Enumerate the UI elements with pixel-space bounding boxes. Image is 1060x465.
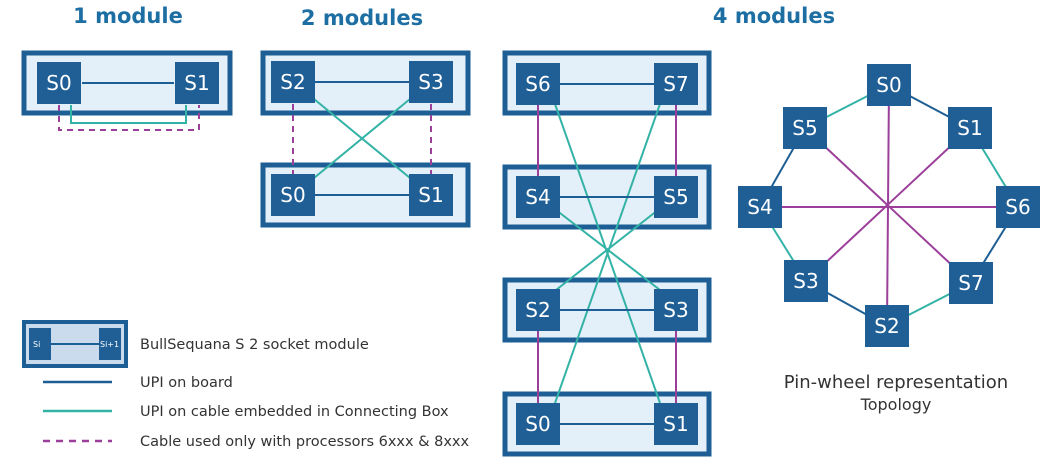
svg-text:S3: S3 (793, 269, 818, 293)
upi-cable-line (313, 98, 411, 179)
svg-text:S2: S2 (280, 70, 305, 94)
one-module-group: S0 S1 (21, 50, 233, 131)
socket-s4: S4 (738, 186, 782, 228)
four-modules-group: S6 S7 S4 S5 S2 S3 S0 S1 (502, 50, 712, 457)
socket-s2: S2 (516, 289, 560, 331)
svg-text:S5: S5 (663, 185, 688, 209)
socket-s1: S1 (409, 174, 453, 216)
pinwheel-subcaption: Topology (860, 395, 932, 414)
upi-cable-line (555, 209, 659, 291)
svg-text:S1: S1 (418, 183, 443, 207)
socket-s6: S6 (516, 63, 560, 105)
legend: Si Si+1 BullSequana S 2 socket module UP… (22, 320, 470, 450)
svg-text:S2: S2 (874, 314, 899, 338)
legend-dashed-text: Cable used only with processors 6xxx & 8… (140, 434, 470, 450)
svg-text:S3: S3 (418, 70, 443, 94)
svg-text:S3: S3 (663, 298, 688, 322)
socket-s5: S5 (654, 176, 698, 218)
two-modules-group: S2 S3 S0 S1 (260, 50, 471, 228)
socket-s0: S0 (271, 174, 315, 216)
socket-s0: S0 (867, 64, 911, 106)
svg-text:S4: S4 (747, 195, 772, 219)
socket-s1: S1 (175, 62, 219, 104)
legend-upi-board-text: UPI on board (140, 375, 233, 391)
svg-text:S0: S0 (280, 183, 305, 207)
socket-s2: S2 (271, 61, 315, 103)
svg-text:S1: S1 (957, 116, 982, 140)
upi-cable-line (70, 105, 187, 124)
socket-s5: S5 (783, 107, 827, 149)
svg-text:S7: S7 (958, 271, 983, 295)
socket-s4: S4 (516, 176, 560, 218)
socket-s7: S7 (949, 262, 993, 304)
socket-s2: S2 (865, 305, 909, 347)
svg-text:S1: S1 (184, 71, 209, 95)
legend-upi-cable-text: UPI on cable embedded in Connecting Box (140, 404, 449, 420)
socket-s1: S1 (654, 403, 698, 445)
pinwheel-group: S0 S1 S6 S7 S2 S3 S4 S5 Pin-w (738, 64, 1040, 414)
svg-text:S1: S1 (663, 412, 688, 436)
title-2-modules: 2 modules (301, 6, 423, 30)
purple-cable-line (805, 127, 971, 282)
title-1-module: 1 module (73, 4, 183, 28)
svg-text:S5: S5 (792, 116, 817, 140)
pinwheel-caption: Pin-wheel representation (784, 372, 1008, 393)
svg-text:S2: S2 (525, 298, 550, 322)
socket-s3: S3 (784, 260, 828, 302)
legend-module-item: Si Si+1 BullSequana S 2 socket module (22, 320, 369, 368)
svg-text:S6: S6 (525, 72, 550, 96)
svg-text:S4: S4 (525, 185, 550, 209)
dashed-cable-line (58, 105, 200, 131)
legend-dashed-item: Cable used only with processors 6xxx & 8… (43, 434, 470, 450)
title-4-modules: 4 modules (713, 4, 835, 28)
upi-cable-line (554, 103, 661, 404)
socket-s3: S3 (654, 289, 698, 331)
legend-si-label: Si (33, 340, 40, 349)
socket-s1: S1 (948, 107, 992, 149)
socket-s6: S6 (996, 186, 1040, 228)
svg-text:S0: S0 (46, 71, 71, 95)
socket-s0: S0 (37, 62, 81, 104)
legend-upi-board-item: UPI on board (43, 375, 233, 391)
legend-upi-cable-item: UPI on cable embedded in Connecting Box (43, 404, 449, 420)
svg-text:S0: S0 (525, 412, 550, 436)
svg-text:S0: S0 (876, 73, 901, 97)
legend-module-text: BullSequana S 2 socket module (140, 337, 369, 353)
socket-s0: S0 (516, 403, 560, 445)
svg-text:S7: S7 (663, 72, 688, 96)
svg-text:S6: S6 (1005, 195, 1030, 219)
legend-si1-label: Si+1 (100, 340, 119, 349)
socket-s7: S7 (654, 63, 698, 105)
socket-s3: S3 (409, 61, 453, 103)
